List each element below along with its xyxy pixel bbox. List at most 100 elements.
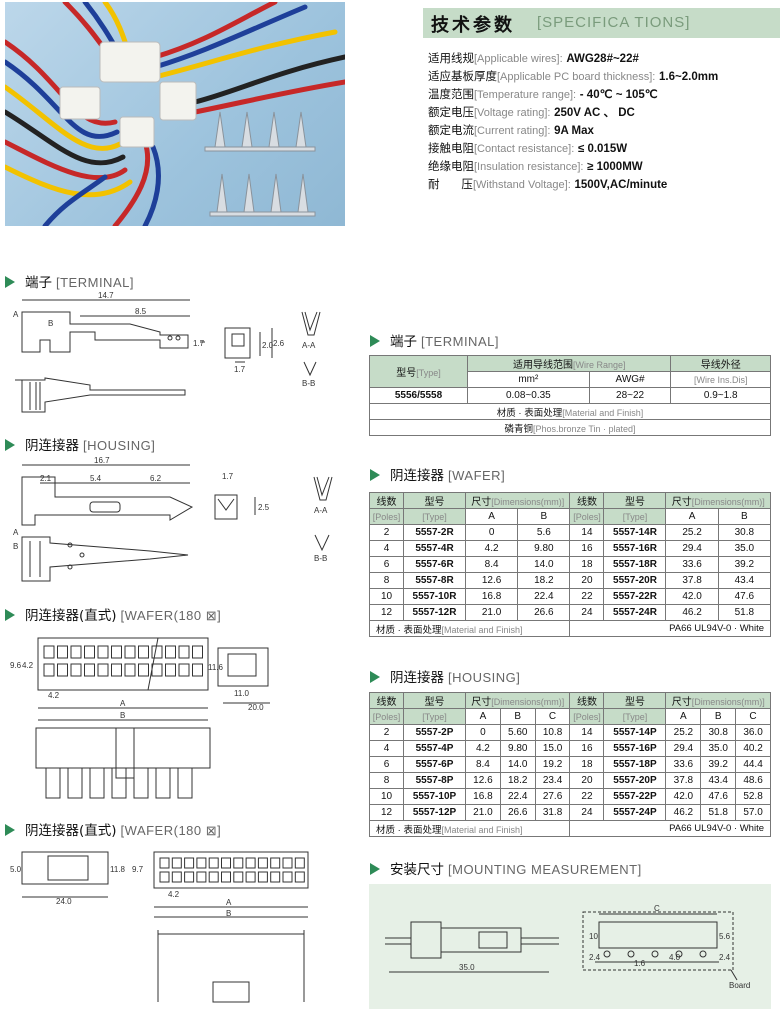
dim-en: [Dimensions(mm)]	[691, 497, 765, 507]
product-photo	[5, 2, 345, 226]
pin-cavity	[151, 645, 163, 659]
col-type-header-2: 型号	[603, 692, 667, 709]
col-dim-header-2: 尺寸[Dimensions(mm)]	[665, 492, 771, 509]
cell: 14.0	[517, 556, 571, 573]
pin-cavity	[257, 857, 268, 869]
spec-label-cn: 接触电阻	[428, 141, 474, 155]
cell: 35.0	[700, 740, 737, 757]
cell: 5557-22R	[603, 588, 667, 605]
cell: 5557-20P	[603, 772, 667, 789]
pin-cavity	[221, 871, 231, 883]
cell: 43.4	[700, 772, 737, 789]
dim-1-6: 1.6	[634, 959, 646, 968]
spec-value: ≥ 1000MW	[587, 161, 643, 173]
wire-range-cn: 适用导线范围	[512, 360, 573, 371]
spec-label-cn: 绝缘电阻	[428, 159, 474, 173]
pin-cavity	[111, 645, 122, 659]
mounting-drawing: C 10 5.6 2.4 1.6 4.0 2.4 35.0 Board	[369, 884, 771, 1009]
col-poles-header-2: 线数	[569, 692, 605, 709]
mounting-heading: 安装尺寸[MOUNTING MEASUREMENT]	[370, 858, 642, 878]
cell: 8	[369, 772, 404, 789]
material-en: [Material and Finish]	[441, 824, 523, 835]
label-a: A	[120, 699, 126, 708]
col-type-header: 型号	[403, 492, 466, 509]
pin-cavity	[70, 663, 82, 677]
material-val-cn: 磷青铜	[504, 423, 533, 435]
cell-type: 5556/5558	[369, 387, 468, 404]
pin-cavity	[208, 857, 219, 869]
dim-cn: 尺寸	[671, 497, 692, 508]
spec-row-contact-resistance: 接触电阻[Contact resistance]: ≤ 0.015W	[428, 140, 627, 156]
cell: 22.4	[517, 588, 571, 605]
spec-label-en: [Voltage rating]:	[474, 107, 551, 119]
pin-cavity	[70, 645, 82, 659]
label-board: Board	[729, 981, 750, 990]
spec-row-temperature: 温度范围[Temperature range]: - 40℃ ~ 105℃	[428, 86, 658, 102]
poles-en-2: [Poles]	[569, 708, 605, 725]
spec-row-withstand-voltage: 耐 压[Withstand Voltage]: 1500V,AC/minute	[428, 176, 667, 192]
pin-cavity	[294, 871, 305, 883]
type-en-2: [Type]	[603, 508, 667, 525]
pin-cavity	[138, 663, 149, 677]
cell: 30.8	[717, 524, 772, 541]
section-title-en: [HOUSING]	[83, 438, 156, 453]
pin-cavity	[245, 857, 256, 869]
pin-cavity	[97, 645, 109, 659]
cell: 5557-18P	[603, 756, 667, 773]
cell: 43.4	[717, 572, 772, 589]
pin-cavity	[192, 645, 203, 659]
type-en-2: [Type]	[603, 708, 667, 725]
material-cn: 材质 · 表面处理	[376, 624, 442, 636]
dim-2-6: 2.6	[273, 339, 285, 348]
col-poles-header-2: 线数	[569, 492, 605, 509]
dim-en: [Dimensions(mm)]	[691, 697, 765, 707]
pin-cavity	[184, 871, 195, 883]
pin-cavity	[111, 663, 122, 677]
cell: 5.6	[517, 524, 571, 541]
cell: 30.8	[700, 724, 737, 741]
label-a-a: A-A	[302, 341, 316, 350]
subheader-b: B	[499, 708, 536, 725]
dim-2-4b: 2.4	[719, 953, 731, 962]
cell: 5557-12R	[403, 604, 466, 621]
label-a: A	[226, 898, 232, 907]
dim-5-0: 5.0	[10, 865, 22, 874]
cell: 31.8	[534, 804, 571, 821]
dim-4-2-horizontal: 4.2	[48, 691, 60, 700]
cell: 0	[465, 724, 501, 741]
pin-cavity	[165, 645, 176, 659]
cell: 8.4	[465, 756, 501, 773]
pin-cavity	[124, 645, 136, 659]
dim-2-5: 2.5	[258, 503, 270, 512]
cell: 16	[569, 740, 605, 757]
dim-10: 10	[589, 932, 598, 941]
material-row: 材质 · 表面处理[Material and Finish] PA66 UL94…	[368, 620, 771, 637]
section-title-cn: 阴连接器	[25, 438, 79, 454]
pin-cavity	[245, 871, 256, 883]
subheader-mm2: mm²	[467, 371, 590, 388]
spec-label-en: [Contact resistance]:	[474, 143, 575, 155]
cell: 16.8	[464, 588, 519, 605]
arrow-icon	[370, 671, 380, 683]
spec-label-en: [Applicable PC board thickness]:	[497, 71, 656, 83]
cell-awg: 28~22	[588, 387, 672, 404]
cell: 14	[569, 524, 605, 541]
cell: 42.0	[665, 588, 719, 605]
spec-value: 1.6~2.0mm	[659, 71, 719, 83]
col-dim-header: 尺寸[Dimensions(mm)]	[464, 692, 571, 709]
pin-cavity	[196, 857, 207, 869]
section-title-en: [WAFER(180 ⊠]	[120, 823, 222, 838]
section-title-cn: 阴连接器	[390, 670, 444, 686]
cell: 37.8	[665, 772, 702, 789]
label-b: B	[226, 909, 231, 918]
type-en: [Type]	[416, 368, 441, 378]
cell: 33.6	[665, 556, 719, 573]
subheader-c-2: C	[735, 708, 771, 725]
